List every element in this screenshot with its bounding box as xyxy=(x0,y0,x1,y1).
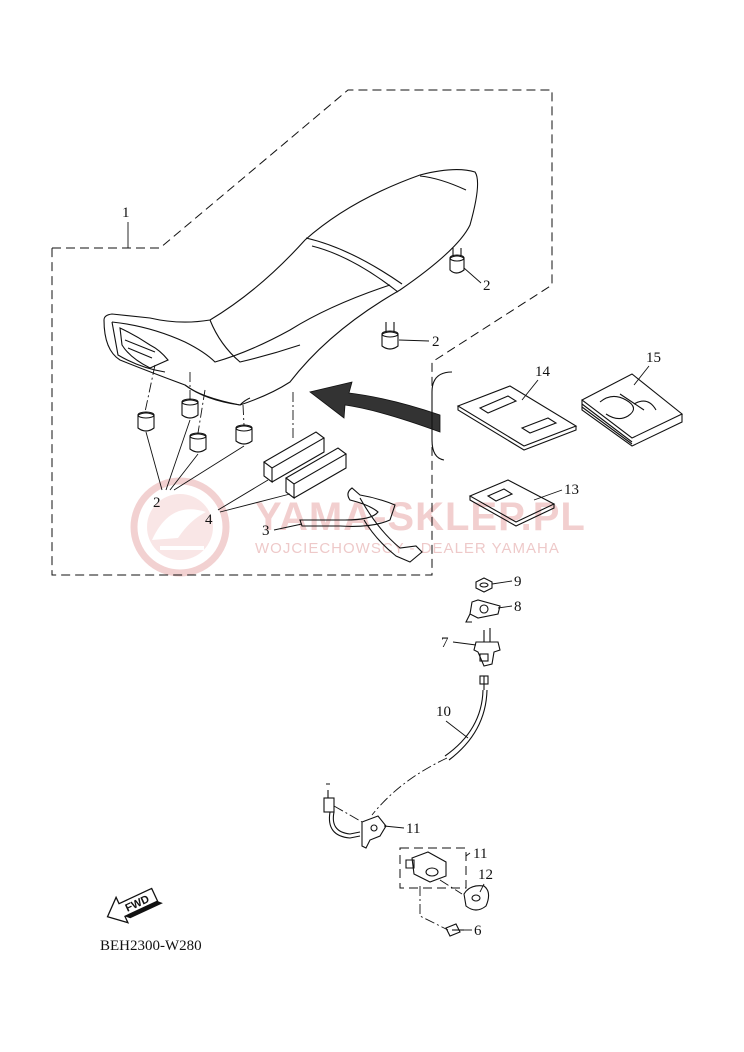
callout-label-6: 8 xyxy=(514,599,522,615)
watermark-logo-icon xyxy=(130,477,230,577)
callout-8: 10 xyxy=(436,704,469,739)
lock-guide-line xyxy=(419,879,463,931)
callout-label-8: 10 xyxy=(436,704,451,720)
seat-damper-mid[interactable] xyxy=(381,322,399,350)
callout-label-13: 13 xyxy=(564,482,579,498)
callout-label-4: 4 xyxy=(205,512,213,528)
callout-label-5: 7 xyxy=(441,635,449,651)
seat-damper-front-3[interactable] xyxy=(189,432,207,453)
seat-assembly-boundary xyxy=(51,89,553,576)
callout-6: 8 xyxy=(497,599,522,615)
callout-5: 7 xyxy=(441,635,477,651)
seat-damper-rear[interactable] xyxy=(449,248,465,274)
callout-7: 9 xyxy=(491,574,522,590)
seat-lock-cylinder[interactable] xyxy=(405,851,447,883)
callout-label-2-rear: 2 xyxy=(483,278,491,294)
document-bag[interactable] xyxy=(456,385,578,451)
seat-strap[interactable] xyxy=(299,487,423,563)
callout-label-12: 6 xyxy=(474,923,482,939)
callout-2-front: 2 xyxy=(145,419,245,511)
diagram-code: BEH2300-W280 xyxy=(100,938,202,954)
callout-label-2-front: 2 xyxy=(153,495,161,511)
callout-10: 12 xyxy=(478,867,493,893)
callout-label-10: 12 xyxy=(478,867,493,883)
callout-13: 13 xyxy=(533,482,579,501)
forward-direction-icon: FWD xyxy=(106,887,163,924)
callout-1: 1 xyxy=(122,205,130,248)
watermark-title: YAMA-SKLEP.PL xyxy=(255,495,586,539)
watermark: YAMA-SKLEP.PL WOJCIECHOWSCY - DEALER YAM… xyxy=(130,477,586,577)
callout-12: 6 xyxy=(462,923,482,939)
seat-pad[interactable] xyxy=(263,431,347,500)
lock-assembly-boundary xyxy=(399,847,467,889)
damper-guide-line xyxy=(144,364,245,434)
callout-label-3: 3 xyxy=(262,523,270,539)
seat-damper-front-1[interactable] xyxy=(137,411,155,432)
callout-3: 3 xyxy=(262,523,303,539)
seat-damper-front-2[interactable] xyxy=(181,398,199,419)
nut[interactable] xyxy=(475,577,493,593)
lock-bolt[interactable] xyxy=(445,923,464,937)
cable-clamp[interactable] xyxy=(361,815,387,849)
callout-label-15: 15 xyxy=(646,350,661,366)
callout-14: 14 xyxy=(521,364,551,401)
callout-15: 15 xyxy=(633,350,661,386)
callout-label-14: 14 xyxy=(535,364,551,380)
callout-9: 11 xyxy=(465,846,487,862)
callout-label-7: 9 xyxy=(514,574,522,590)
owners-manual[interactable] xyxy=(580,373,684,447)
label-sheet[interactable] xyxy=(468,479,556,527)
seat-damper-front-4[interactable] xyxy=(235,424,253,445)
seat[interactable] xyxy=(103,169,479,406)
accessory-bracket xyxy=(431,371,453,461)
lock-cap[interactable] xyxy=(463,885,490,911)
callout-label-11: 11 xyxy=(406,821,420,837)
callout-2-mid: 2 xyxy=(398,334,440,350)
callout-label-2-mid: 2 xyxy=(432,334,440,350)
callout-label-9: 11 xyxy=(473,846,487,862)
assembly-arrow-icon xyxy=(309,381,441,433)
lock-cable[interactable] xyxy=(323,675,489,839)
callout-11: 11 xyxy=(383,821,420,837)
watermark-subtitle: WOJCIECHOWSCY - DEALER YAMAHA xyxy=(255,540,560,557)
callout-2-rear: 2 xyxy=(463,267,491,294)
callout-label-1: 1 xyxy=(122,205,130,221)
lock-catch[interactable] xyxy=(473,628,501,667)
lock-bracket[interactable] xyxy=(465,599,501,623)
callout-4: 4 xyxy=(205,479,291,528)
